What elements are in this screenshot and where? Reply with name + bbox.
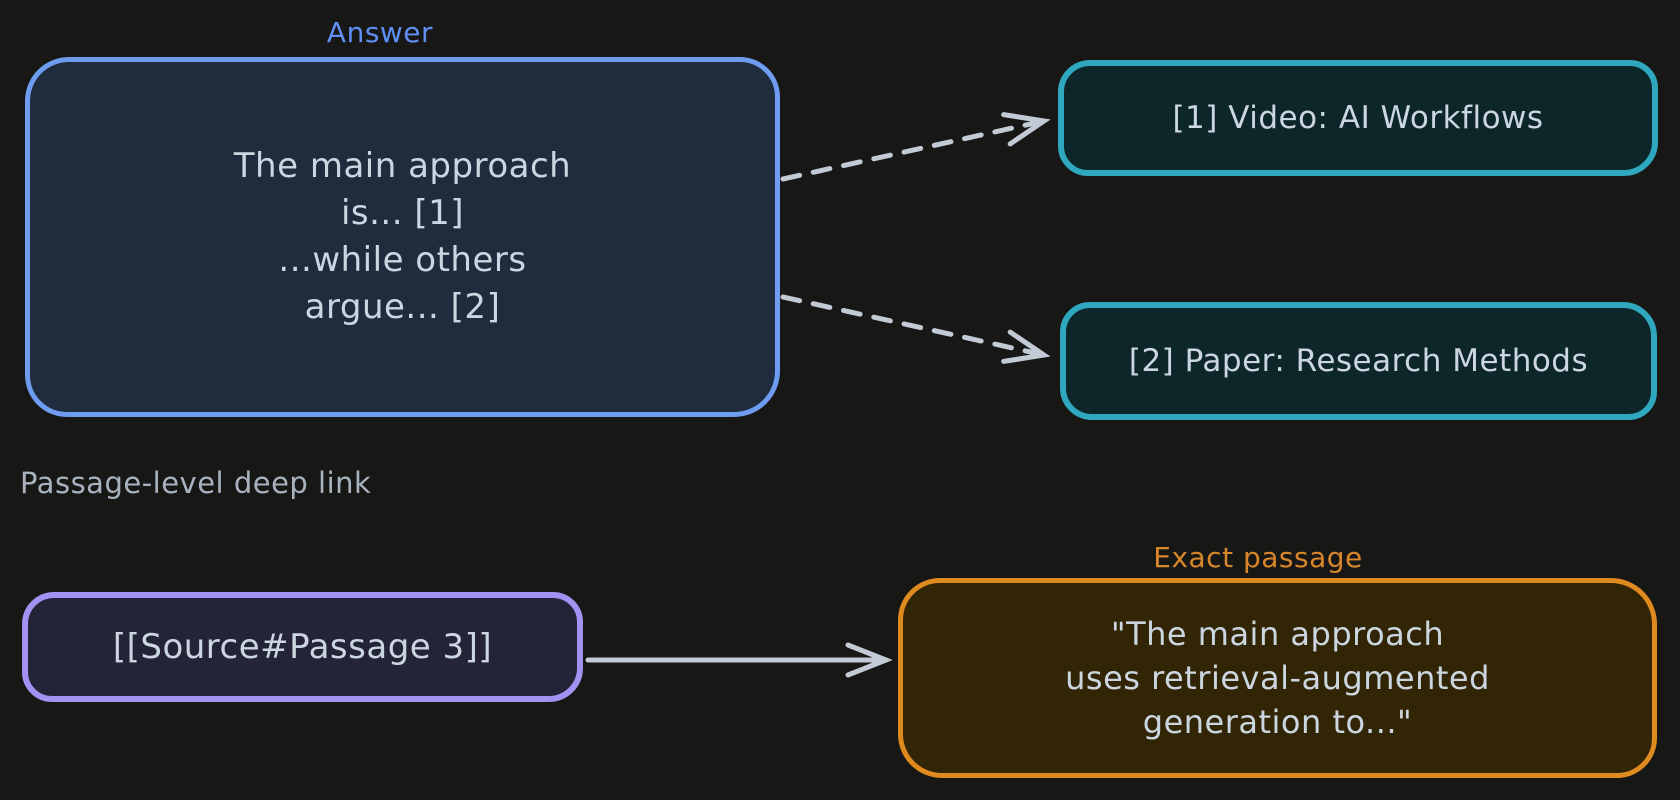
answer-box-title: Answer bbox=[326, 16, 434, 49]
deep-link-label: [[Source#Passage 3]] bbox=[112, 627, 493, 667]
answer-text-line: is... [1] bbox=[340, 193, 465, 233]
answer-text-line: argue... [2] bbox=[304, 287, 501, 327]
citation-2-arrow bbox=[780, 294, 1051, 364]
passage-text-line: "The main approach bbox=[1110, 615, 1445, 653]
citation-1-arrow bbox=[780, 112, 1051, 182]
deep-link-caption: Passage-level deep link bbox=[20, 466, 372, 500]
exact-passage-title: Exact passage bbox=[1153, 541, 1363, 574]
passage-text-line: uses retrieval-augmented bbox=[1065, 659, 1490, 697]
citation-source-2-label: [2] Paper: Research Methods bbox=[1128, 343, 1589, 379]
citation-source-1-box: [1] Video: AI Workflows bbox=[1058, 60, 1658, 176]
citation-source-2-box: [2] Paper: Research Methods bbox=[1060, 302, 1657, 420]
deep-link-box: [[Source#Passage 3]] bbox=[22, 592, 583, 702]
answer-text-line: The main approach bbox=[233, 146, 572, 186]
exact-passage-box: "The main approach uses retrieval-augmen… bbox=[898, 578, 1657, 778]
answer-text-line: ...while others bbox=[278, 240, 527, 280]
passage-text-line: generation to..." bbox=[1142, 703, 1413, 741]
answer-box: The main approach is... [1] ...while oth… bbox=[25, 57, 780, 417]
citation-source-1-label: [1] Video: AI Workflows bbox=[1172, 100, 1544, 136]
